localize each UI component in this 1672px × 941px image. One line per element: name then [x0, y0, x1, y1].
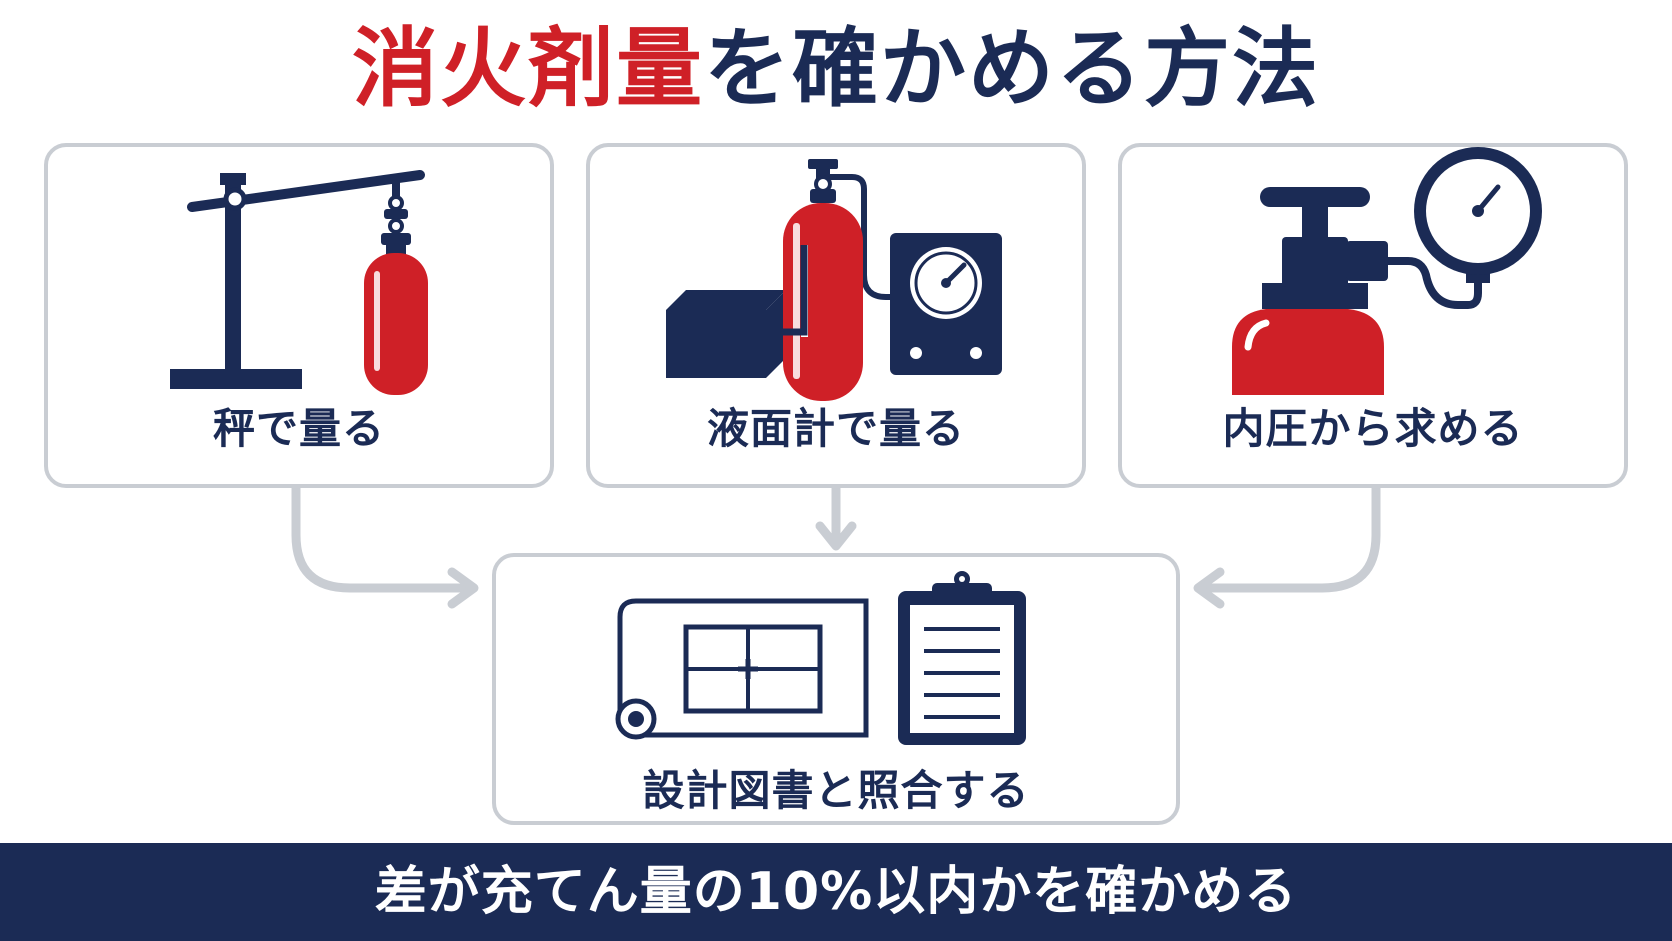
conclusion-banner: 差が充てん量の10%以内かを確かめる [0, 843, 1672, 941]
clipboard-icon [898, 571, 1026, 745]
result-label: 設計図書と照合する [642, 766, 1030, 815]
method-label-level-gauge: 液面計で量る [706, 404, 965, 453]
method-label-scale: 秤で量る [212, 404, 385, 453]
method-label-pressure: 内圧から求める [1222, 404, 1524, 453]
method-card-level-gauge: 液面計で量る [586, 143, 1086, 488]
scale-with-cylinder-icon [170, 170, 428, 395]
right-connector-arrow [1199, 483, 1381, 593]
result-card: 設計図書と照合する [492, 553, 1180, 825]
level-gauge-cylinder-icon [666, 159, 1002, 401]
pressure-gauge-valve-icon [1232, 147, 1542, 395]
title-rest: を確かめる方法 [704, 19, 1320, 119]
method-card-pressure: 内圧から求める [1118, 143, 1628, 488]
blueprint-icon [615, 598, 869, 740]
method-card-scale: 秤で量る [44, 143, 554, 488]
result-icons [615, 571, 1026, 745]
title-highlight: 消火剤量 [352, 19, 704, 119]
left-connector-arrow [291, 483, 473, 593]
page-title: 消火剤量を確かめる方法 [0, 14, 1672, 124]
